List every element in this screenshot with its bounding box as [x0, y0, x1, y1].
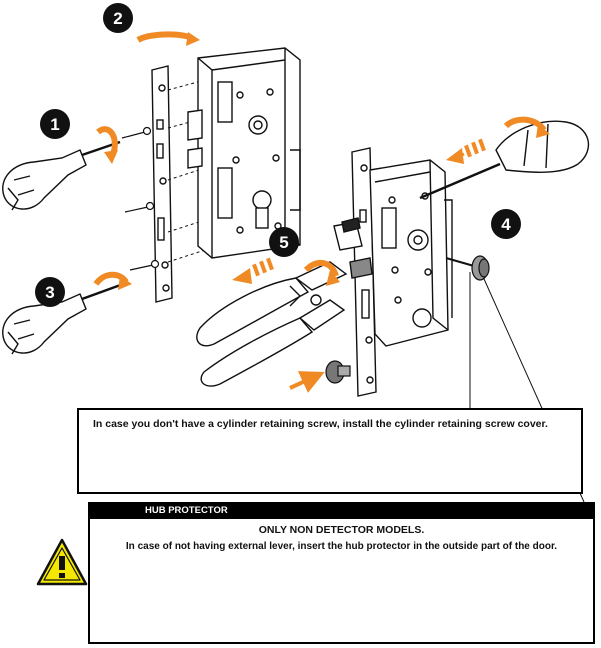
direction-arrow-icon [232, 257, 274, 284]
cylinder-screw [445, 255, 490, 281]
direction-arrow-icon [289, 371, 325, 393]
cylinder-screw-note-text: In case you don't have a cylinder retain… [93, 418, 548, 430]
screwdriver-icon [419, 120, 590, 200]
step-badge-3: 3 [35, 277, 65, 307]
step-number: 2 [113, 9, 122, 28]
latch-right [333, 217, 373, 279]
screw-cover [325, 360, 351, 384]
step-number: 4 [501, 215, 511, 234]
hub-protector-panel: HUB PROTECTOR ONLY NON DETECTOR MODELS. … [88, 502, 595, 644]
step-number: 5 [279, 233, 288, 252]
rotate-arrow-icon [93, 271, 132, 290]
lock-body-right [369, 159, 453, 347]
pliers-icon [196, 261, 348, 387]
rotate-arrow-icon [503, 116, 550, 138]
rotate-arrow-icon [96, 126, 118, 164]
warning-icon [36, 538, 88, 586]
step-badge-4: 4 [491, 209, 521, 239]
cylinder-screw-note: In case you don't have a cylinder retain… [77, 408, 583, 494]
lock-body-left [187, 47, 301, 259]
step-badge-2: 2 [103, 3, 133, 33]
screws-left [121, 126, 160, 271]
hub-protector-instruction: In case of not having external lever, in… [125, 541, 558, 552]
rotate-arrow-icon [136, 31, 200, 46]
faceplate-left [151, 65, 173, 303]
step-badge-5: 5 [269, 227, 299, 257]
hub-protector-title: HUB PROTECTOR [145, 505, 228, 516]
step-badge-1: 1 [40, 109, 70, 139]
direction-arrow-icon [446, 138, 486, 164]
hub-protector-header: HUB PROTECTOR [90, 504, 593, 519]
rotate-arrow-icon [303, 259, 340, 286]
step-number: 3 [45, 283, 54, 302]
screwdriver-icon [2, 140, 121, 211]
step-number: 1 [50, 115, 59, 134]
hub-protector-subtitle: ONLY NON DETECTOR MODELS. [258, 524, 425, 536]
